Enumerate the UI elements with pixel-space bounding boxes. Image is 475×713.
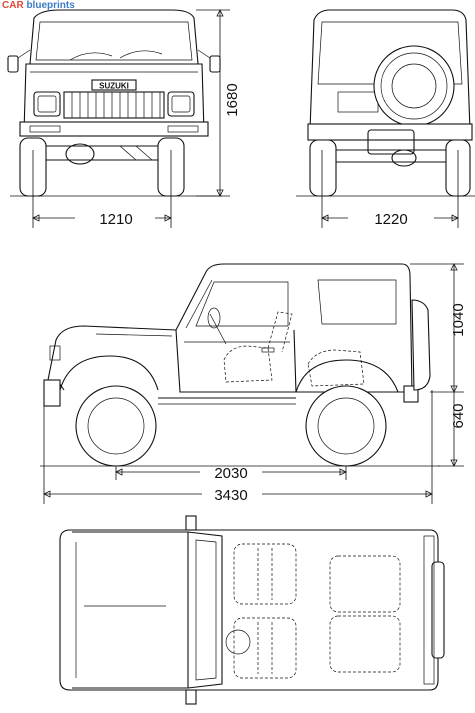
lower-height-label: 640 xyxy=(450,403,467,428)
wheelbase-label: 2030 xyxy=(214,465,247,482)
height-label: 1680 xyxy=(224,83,241,116)
watermark-text: blueprints xyxy=(23,0,75,11)
badge-text: SUZUKI xyxy=(99,82,129,91)
top-view xyxy=(59,515,445,705)
rear-width-label: 1220 xyxy=(374,211,407,228)
rear-view: 1220 xyxy=(296,9,475,228)
length-label: 3430 xyxy=(214,487,247,504)
watermark: CAR blueprints xyxy=(2,0,75,12)
side-view: 1040 640 2030 3430 xyxy=(40,263,467,504)
front-view: SUZUKI 1210 xyxy=(7,9,241,228)
roof-height-label: 1040 xyxy=(450,303,467,336)
watermark-brand: CAR xyxy=(2,0,24,11)
front-width-label: 1210 xyxy=(99,211,132,228)
